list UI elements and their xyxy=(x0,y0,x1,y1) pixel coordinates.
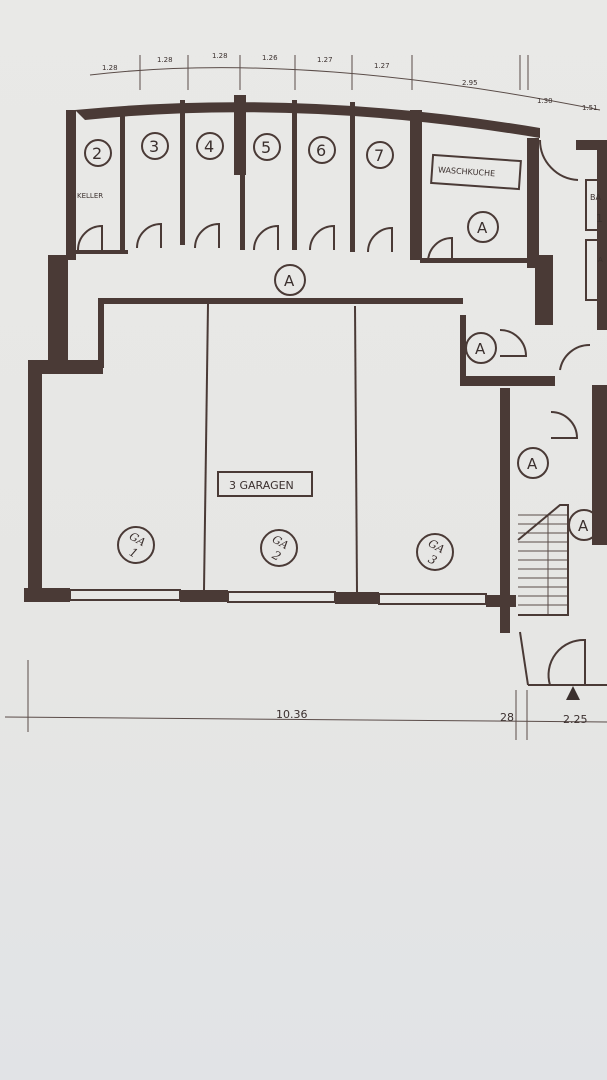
dimension-side: 2.25 xyxy=(563,713,588,726)
access-marker-circle xyxy=(274,264,306,296)
walls xyxy=(24,95,607,686)
room-number: 7 xyxy=(374,146,384,165)
top-dimension: 2.95 xyxy=(462,79,478,87)
access-marker-circle xyxy=(465,332,497,364)
room-number: 2 xyxy=(92,144,102,163)
dimension-main: 10.36 xyxy=(276,708,308,721)
top-dimension-line xyxy=(89,67,601,111)
top-dimension: 1.28 xyxy=(102,64,118,72)
laundry-label: WASCHKUCHE xyxy=(438,165,496,178)
access-marker: A xyxy=(578,517,589,535)
garage-marker-circle xyxy=(117,526,155,564)
access-marker: A xyxy=(477,219,488,237)
room-number-circle xyxy=(366,141,394,169)
access-marker: A xyxy=(527,455,538,473)
room-number: 4 xyxy=(204,137,214,156)
room-number: 5 xyxy=(261,138,271,157)
north-arrow-icon xyxy=(566,686,580,700)
access-marker: A xyxy=(475,340,486,358)
garage-number: 2 xyxy=(269,547,283,563)
access-marker-circle xyxy=(568,509,600,541)
garage-number: 1 xyxy=(127,545,141,561)
dimension-wall: 28 xyxy=(500,711,514,724)
garage-label-box xyxy=(217,471,313,497)
access-marker-circle xyxy=(517,447,549,479)
top-dimension: 1.28 xyxy=(212,52,228,60)
laundry-label-box xyxy=(430,153,522,191)
top-dimension: 1.27 xyxy=(317,56,333,64)
top-dimension-ticks xyxy=(139,55,529,90)
access-marker: A xyxy=(284,272,295,290)
right-room-number: 1 xyxy=(596,212,603,225)
garage-number: 3 xyxy=(426,552,440,568)
top-dimension: 1.28 xyxy=(157,56,173,64)
keller-label: KELLER xyxy=(77,192,103,200)
right-room-marker: A xyxy=(598,256,603,264)
top-dimension: 1.30 xyxy=(537,97,553,105)
top-dimension: 1.51 xyxy=(582,104,598,112)
room-number: 6 xyxy=(316,141,326,160)
room-number-circle xyxy=(308,136,336,164)
top-dimension: 1.27 xyxy=(374,62,390,70)
room-number-circle xyxy=(196,132,224,160)
room-number: 3 xyxy=(149,137,159,156)
right-room-label: BA xyxy=(590,193,601,202)
top-dimension: 1.26 xyxy=(262,54,278,62)
garage-marker-circle xyxy=(260,529,298,567)
bottom-dimension xyxy=(4,660,607,740)
room-number-circle xyxy=(84,139,112,167)
staircase xyxy=(518,514,568,615)
room-number-circle xyxy=(253,133,281,161)
garage-marker-circle xyxy=(416,533,454,571)
access-marker-circle xyxy=(467,211,499,243)
garage-label: 3 GARAGEN xyxy=(229,479,294,492)
room-number-circle xyxy=(141,132,169,160)
